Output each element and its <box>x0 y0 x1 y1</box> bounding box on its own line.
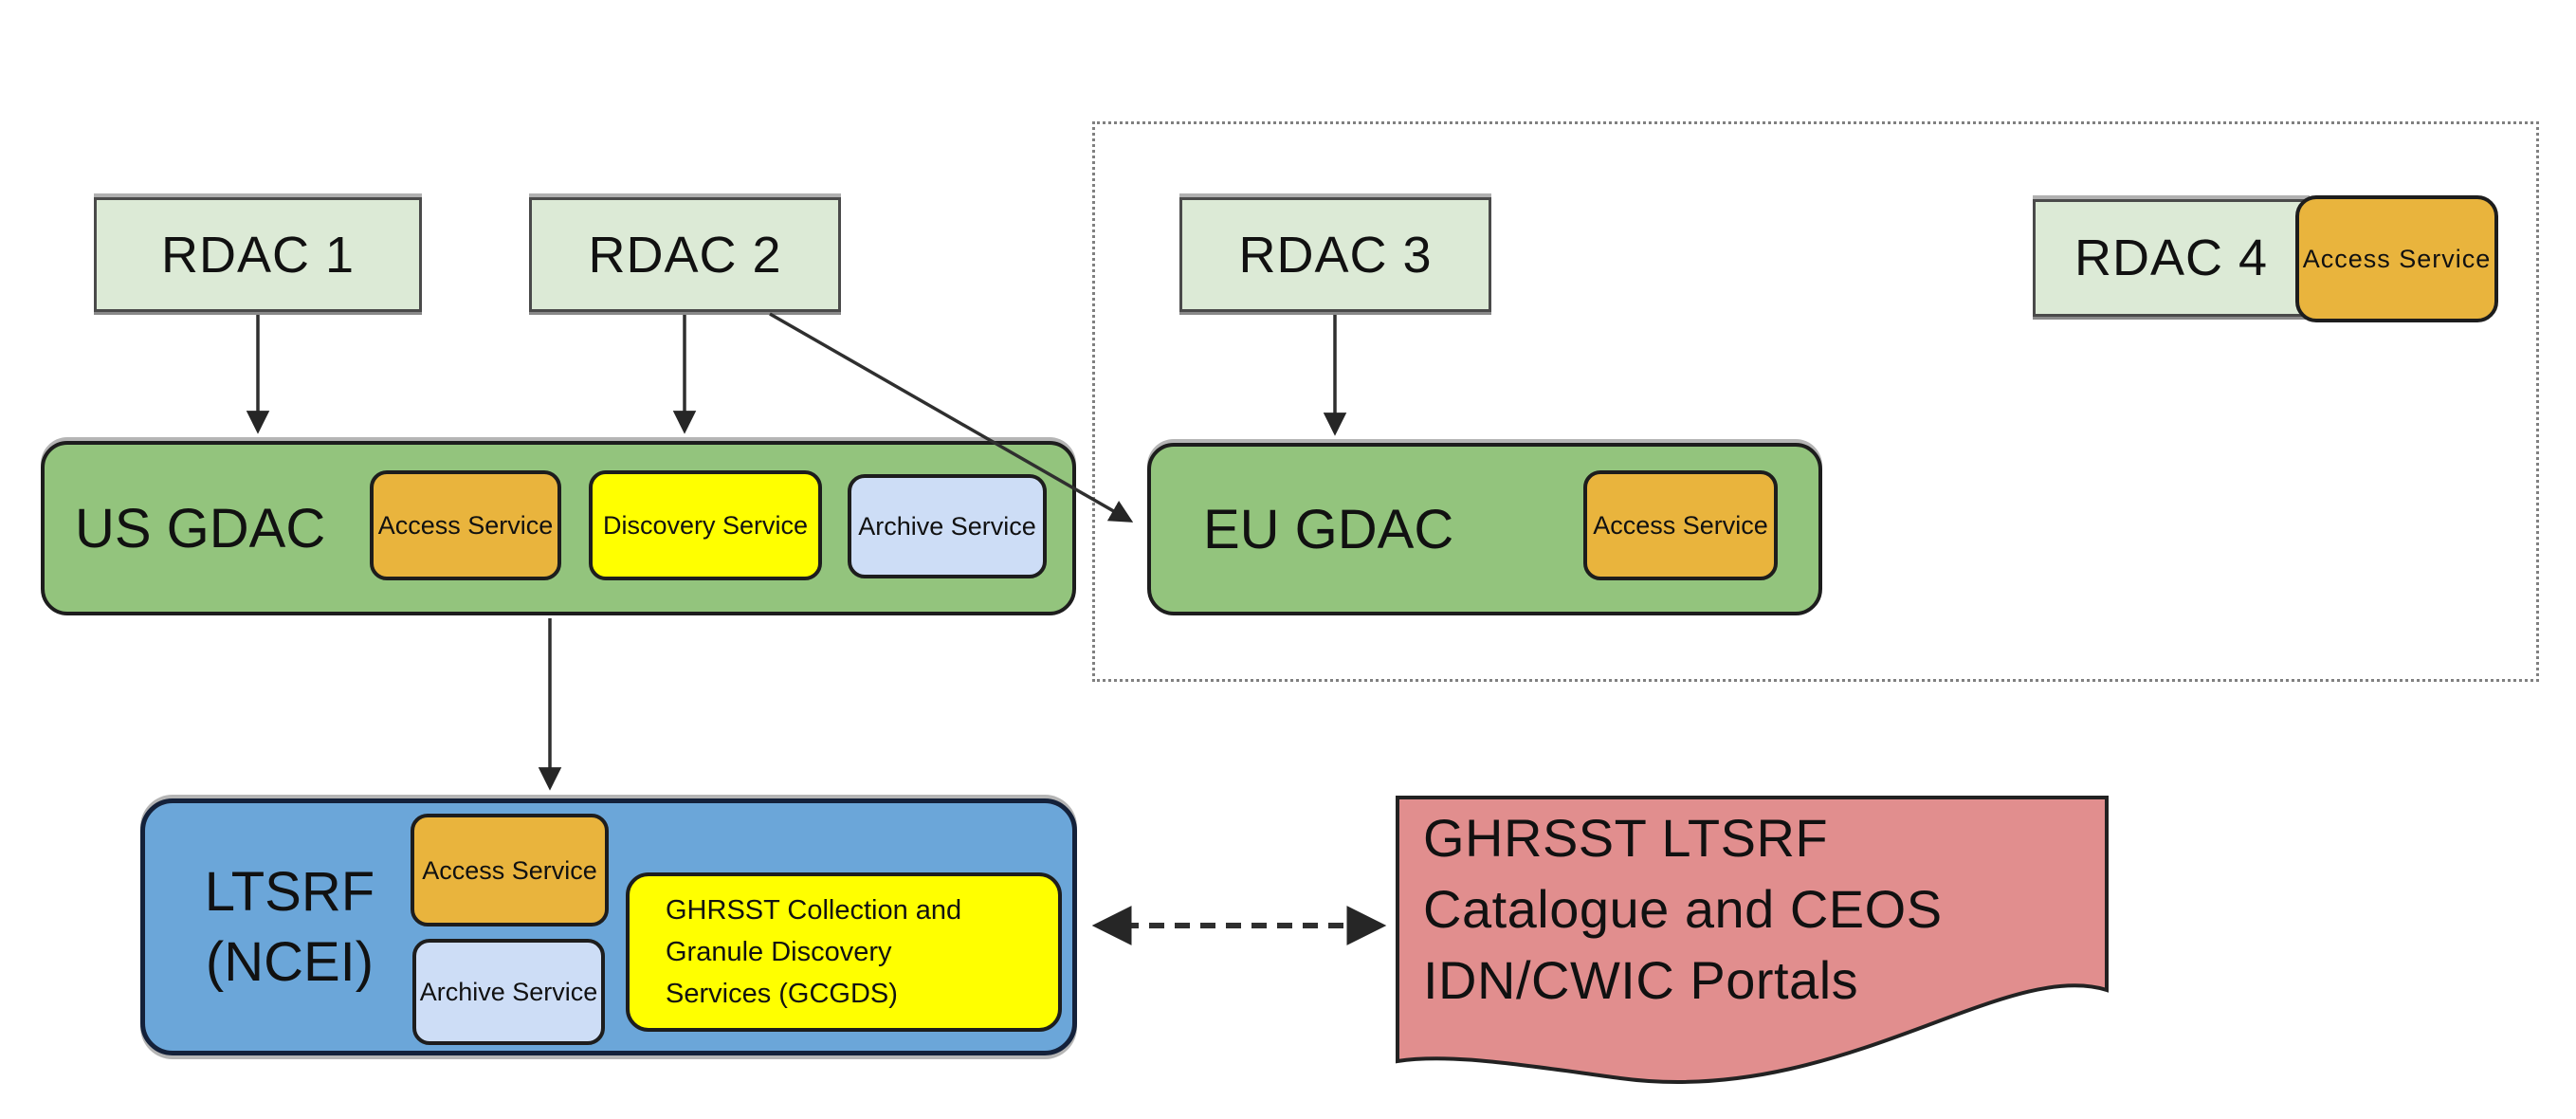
us-gdac-label: US GDAC <box>75 497 326 560</box>
catalogue-label: GHRSST LTSRF Catalogue and CEOS IDN/CWIC… <box>1423 802 2087 1016</box>
document-shape-path <box>1396 796 2109 1085</box>
us-gdac-discovery-service-badge[interactable]: Discovery Service <box>589 470 822 580</box>
ltsrf-label-line2: (NCEI) <box>205 930 375 993</box>
ltsrf-label-line1: LTSRF <box>204 860 375 923</box>
us-gdac-archive-service-badge[interactable]: Archive Service <box>848 474 1047 578</box>
node-rdac2[interactable]: RDAC 2 <box>529 197 841 312</box>
rdac4-access-service-label: Access Service <box>2302 244 2492 273</box>
ltsrf-gcgds-label: GHRSST Collection and Granule Discovery … <box>666 895 962 1009</box>
us-gdac-archive-service-label: Archive Service <box>858 512 1036 541</box>
document-shape <box>1396 796 2109 1085</box>
catalogue-label-line3: IDN/CWIC Portals <box>1423 950 1859 1010</box>
ltsrf-access-service-badge[interactable]: Access Service <box>411 814 609 926</box>
ltsrf-archive-service-badge[interactable]: Archive Service <box>412 939 605 1045</box>
us-gdac-discovery-service-label: Discovery Service <box>602 511 809 540</box>
node-ltsrf-ncei[interactable]: LTSRF (NCEI) Access Service Archive Serv… <box>140 798 1077 1055</box>
rdac3-label: RDAC 3 <box>1238 226 1433 284</box>
node-rdac4[interactable]: RDAC 4 Access Service <box>2033 195 2498 322</box>
node-eu-gdac[interactable]: EU GDAC Access Service <box>1147 443 1822 615</box>
ltsrf-gcgds-badge[interactable]: GHRSST Collection and Granule Discovery … <box>626 872 1062 1032</box>
us-gdac-access-service-label: Access Service <box>377 511 554 540</box>
catalogue-label-line2: Catalogue and CEOS <box>1423 879 1943 939</box>
eu-gdac-access-service-badge[interactable]: Access Service <box>1583 470 1778 580</box>
node-rdac1[interactable]: RDAC 1 <box>94 197 422 312</box>
ltsrf-archive-service-label: Archive Service <box>419 978 598 1006</box>
node-rdac3[interactable]: RDAC 3 <box>1179 197 1491 312</box>
catalogue-label-line1: GHRSST LTSRF <box>1423 808 1829 868</box>
rdac2-label: RDAC 2 <box>588 226 782 284</box>
rdac1-label: RDAC 1 <box>160 226 356 284</box>
rdac4-label: RDAC 4 <box>2074 229 2269 286</box>
us-gdac-access-service-badge[interactable]: Access Service <box>370 470 561 580</box>
eu-gdac-label: EU GDAC <box>1203 498 1454 560</box>
node-catalogue-portals[interactable]: GHRSST LTSRF Catalogue and CEOS IDN/CWIC… <box>1395 795 2110 1091</box>
ltsrf-label: LTSRF (NCEI) <box>169 803 411 1051</box>
rdac4-access-service-badge[interactable]: Access Service <box>2295 195 2498 322</box>
eu-gdac-access-service-label: Access Service <box>1593 511 1768 540</box>
ltsrf-access-service-label: Access Service <box>422 855 597 885</box>
node-us-gdac[interactable]: US GDAC Access Service Discovery Service… <box>41 441 1076 615</box>
